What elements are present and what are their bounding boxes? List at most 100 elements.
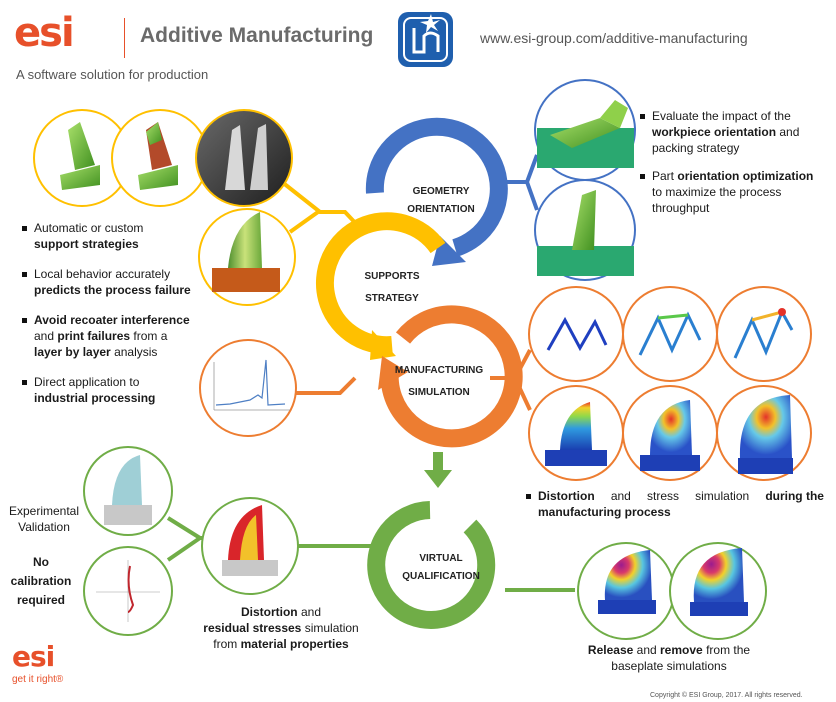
text: No — [33, 555, 49, 569]
text: stress — [646, 489, 679, 503]
text-bold: orientation optimization — [677, 169, 814, 183]
text: required — [16, 593, 65, 607]
text-bold: Distortion — [538, 489, 595, 503]
support-part-image-2 — [111, 109, 209, 207]
text-bold: Avoid recoater interference — [34, 313, 190, 327]
text-bold: Distortion — [240, 605, 298, 619]
signal-graph-image — [199, 339, 297, 437]
orientation-image-1 — [534, 79, 636, 181]
support-bullet-1: Automatic or custom support strategies — [22, 220, 222, 252]
text-bold: industrial processing — [34, 391, 156, 405]
supports-label-line2: STRATEGY — [365, 293, 419, 304]
text: analysis — [114, 345, 158, 359]
esi-logo: esi — [14, 10, 75, 56]
text: simulation — [304, 621, 359, 635]
text: Part — [652, 169, 675, 183]
text: from the — [706, 643, 751, 657]
text: from a — [133, 329, 168, 343]
geometry-label-line1: GEOMETRY — [412, 186, 470, 197]
virtual-label-line1: VIRTUAL — [419, 553, 463, 564]
experimental-blade-image — [83, 446, 173, 536]
support-bullet-4: Direct application to industrial process… — [22, 374, 222, 406]
supports-label: SUPPORTS STRATEGY — [342, 266, 442, 310]
text: Experimental — [8, 504, 80, 518]
support-bullet-3: Avoid recoater interference and print fa… — [22, 312, 222, 360]
virtual-arc — [367, 501, 496, 629]
text: and — [34, 329, 55, 343]
text: Validation — [18, 520, 70, 534]
text: simulation — [695, 489, 750, 503]
footer-esi-logo: esi — [12, 640, 55, 673]
support-bullets: Automatic or custom support strategies L… — [22, 220, 222, 418]
text: packing strategy — [652, 141, 740, 155]
mfg-sim-image-1 — [528, 286, 624, 382]
mfg-sim-image-6 — [716, 385, 812, 481]
text-bold: support strategies — [34, 237, 139, 251]
text: to maximize the process — [652, 185, 782, 199]
orientation-image-2 — [534, 179, 636, 281]
text: calibration — [10, 574, 72, 588]
supports-label-line1: SUPPORTS — [364, 271, 420, 282]
text-bold: layer by layer — [34, 345, 111, 359]
text: from — [213, 637, 238, 651]
mfg-sim-image-4 — [528, 385, 624, 481]
connector-blue-2 — [525, 181, 539, 211]
text-bold: Release — [587, 643, 634, 657]
virtual-label-line2: QUALIFICATION — [402, 571, 480, 582]
support-bullet-2: Local behavior accurately predicts the p… — [22, 266, 222, 298]
text-bold: predicts the process failure — [34, 283, 191, 297]
connector-green-left-2 — [166, 536, 202, 562]
text: Automatic or custom — [34, 221, 144, 235]
text: Direct application to — [34, 375, 140, 389]
manufacturing-label-line2: SIMULATION — [408, 387, 470, 398]
text-bold: workpiece orientation — [652, 125, 777, 139]
distortion-bullet-item: Distortion and stress simulation during … — [526, 488, 824, 520]
manufacturing-arc — [378, 305, 523, 448]
down-arrow — [424, 452, 452, 488]
amp-badge-icon — [398, 12, 453, 67]
text: and — [636, 643, 657, 657]
connector-orange-left — [290, 376, 357, 395]
text: and — [300, 605, 322, 619]
text-bold: print failures — [57, 329, 131, 343]
blade-support-image — [198, 208, 296, 306]
supports-arc — [315, 212, 446, 360]
connector-yellow-2 — [288, 210, 320, 234]
footer-tagline: get it right® — [12, 674, 64, 685]
experimental-validation-label: Experimental Validation — [4, 503, 84, 535]
manufacturing-label: MANUFACTURING SIMULATION — [384, 360, 494, 404]
text: and — [610, 489, 631, 503]
page-subtitle: A software solution for production — [16, 67, 209, 82]
distortion-bullet: Distortion and stress simulation during … — [526, 488, 824, 532]
text: and — [779, 125, 800, 139]
release-image-1 — [577, 542, 675, 640]
orientation-bullet-1: Evaluate the impact of the workpiece ori… — [640, 108, 830, 156]
release-caption: Release and remove from the baseplate si… — [574, 642, 764, 674]
text-bold: material properties — [240, 637, 349, 651]
geometry-label-line2: ORIENTATION — [407, 204, 475, 215]
no-calibration-label: No calibration required — [10, 553, 72, 610]
mfg-sim-image-5 — [622, 385, 718, 481]
page-title: Additive Manufacturing — [140, 24, 374, 47]
text: baseplate simulations — [611, 659, 727, 673]
mfg-sim-image-2 — [622, 286, 718, 382]
residual-stress-caption: Distortion and residual stresses simulat… — [186, 604, 376, 652]
manufacturing-label-line1: MANUFACTURING — [394, 365, 484, 376]
printed-part-photo — [195, 109, 293, 207]
residual-stress-image — [201, 497, 299, 595]
support-part-image-1 — [33, 109, 131, 207]
geometry-label: GEOMETRY ORIENTATION — [386, 183, 496, 219]
virtual-label: VIRTUAL QUALIFICATION — [386, 550, 496, 586]
orientation-bullet-2: Part orientation optimization to maximiz… — [640, 168, 830, 216]
text-bold: residual stresses — [203, 621, 302, 635]
text-bold: during the — [765, 489, 824, 503]
copyright-text: Copyright © ESI Group, 2017. All rights … — [650, 692, 803, 699]
calibration-chart-image — [83, 546, 173, 636]
website-link[interactable]: www.esi-group.com/additive-manufacturing — [480, 30, 748, 46]
mfg-sim-image-3 — [716, 286, 812, 382]
text: Evaluate the impact of the — [652, 109, 791, 123]
text: Local behavior accurately — [34, 267, 171, 281]
release-image-2 — [669, 542, 767, 640]
text: throughput — [652, 201, 710, 215]
